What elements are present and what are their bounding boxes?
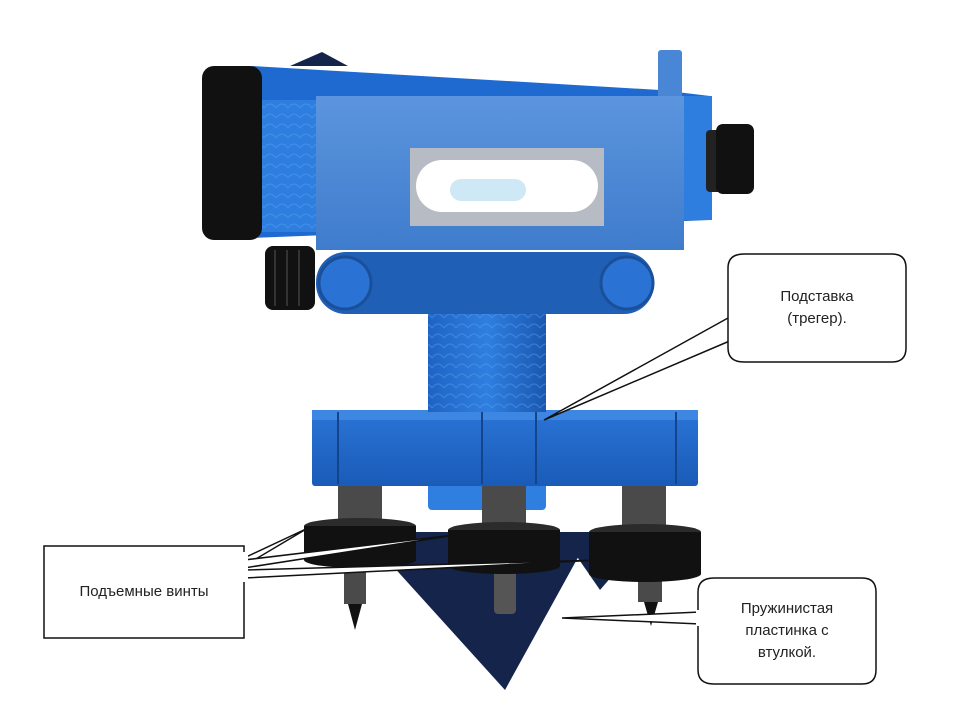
tribrach — [312, 410, 698, 486]
callout-leveling-screws — [43, 527, 601, 639]
tangent-screw-knob — [265, 246, 315, 310]
objective-lens-cap — [202, 66, 262, 240]
alidade-bar — [316, 252, 655, 314]
callout-tribrach — [543, 253, 907, 421]
label-spring-plate-line3: втулкой. — [757, 644, 817, 661]
label-tribrach: Подставка (трегер). — [728, 286, 906, 330]
label-spring-plate-line2: пластинка с — [745, 622, 829, 639]
eyepiece — [706, 124, 754, 194]
label-leveling-screws: Подъемные винты — [79, 583, 209, 600]
callout-spring-plate — [561, 577, 877, 685]
label-tribrach-line2: (трегер). — [787, 310, 847, 327]
plate-pins — [344, 570, 662, 630]
level-vial — [410, 148, 604, 226]
label-spring-plate: Пружинистая пластинка с втулкой. — [698, 598, 876, 664]
label-tribrach-line1: Подставка — [780, 288, 854, 305]
leveling-screw-knobs — [304, 518, 701, 582]
label-spring-plate-line1: Пружинистая — [740, 600, 834, 617]
